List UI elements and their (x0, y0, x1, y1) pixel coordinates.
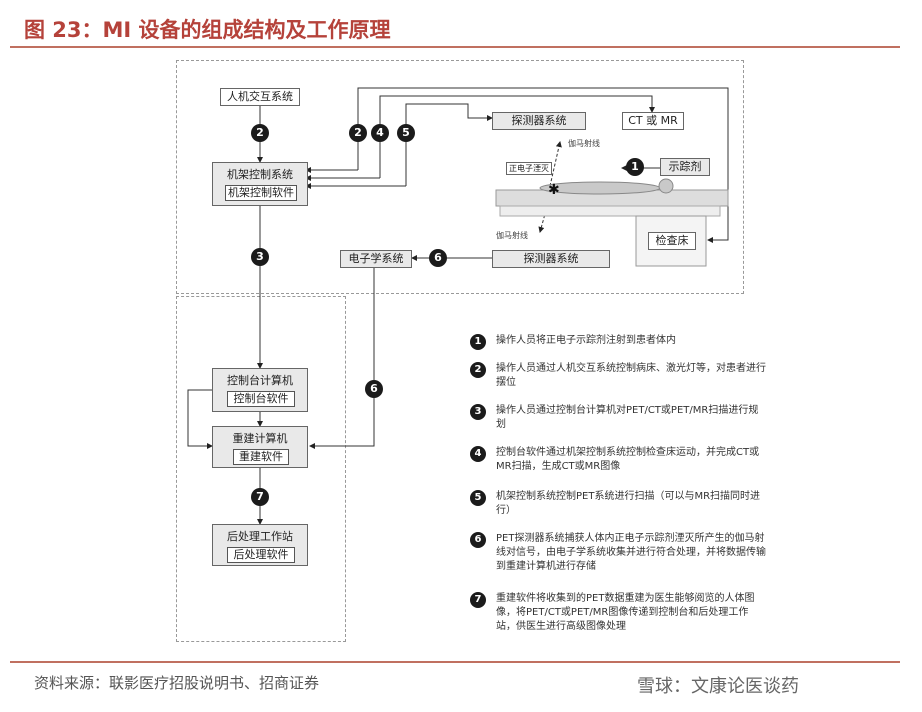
gamma-label-bottom: 伽马射线 (496, 231, 528, 240)
legend-item-3: 3 操作人员通过控制台计算机对PET/CT或PET/MR扫描进行规划 (470, 404, 770, 434)
legend-item-2: 2 操作人员通过人机交互系统控制病床、激光灯等，对患者进行摆位 (470, 362, 770, 392)
detector-system-top: 探测器系统 (492, 112, 586, 130)
step-marker-2-right: 2 (349, 124, 367, 142)
legend-item-4: 4 控制台软件通过机架控制系统控制检查床运动，并完成CT或MR扫描，生成CT或M… (470, 446, 770, 476)
recon-computer-label: 重建计算机 (232, 432, 288, 445)
legend-item-1: 1 操作人员将正电子示踪剂注射到患者体内 (470, 334, 770, 350)
step-marker-6: 6 (429, 249, 447, 267)
legend-marker: 5 (470, 490, 486, 506)
recon-software: 重建软件 (233, 449, 289, 465)
step-marker-1: 1 (626, 158, 644, 176)
console-computer-label: 控制台计算机 (227, 374, 293, 387)
step-marker-4: 4 (371, 124, 389, 142)
post-processing-ws: 后处理工作站 后处理软件 (212, 524, 308, 566)
page-title: 图 23：MI 设备的组成结构及工作原理 (24, 18, 391, 42)
positron-tag: 正电子湮灭 (506, 162, 552, 175)
step-marker-6-lower: 6 (365, 380, 383, 398)
watermark: 雪球：文康论医谈药 (637, 676, 799, 697)
gamma-label-top: 伽马射线 (568, 139, 600, 148)
scanner-frame (176, 60, 744, 294)
recon-computer: 重建计算机 重建软件 (212, 426, 308, 468)
svg-text:✱: ✱ (548, 182, 560, 198)
legend-text: 操作人员通过控制台计算机对PET/CT或PET/MR扫描进行规划 (496, 405, 759, 430)
console-computer: 控制台计算机 控制台软件 (212, 368, 308, 412)
gantry-system-label: 机架控制系统 (227, 168, 293, 181)
legend-marker: 4 (470, 446, 486, 462)
legend-text: 操作人员将正电子示踪剂注射到患者体内 (496, 335, 676, 346)
gantry-software: 机架控制软件 (225, 185, 297, 201)
legend-item-5: 5 机架控制系统控制PET系统进行扫描（可以与MR扫描同时进行） (470, 490, 770, 520)
legend-text: 控制台软件通过机架控制系统控制检查床运动，并完成CT或MR扫描，生成CT或MR图… (496, 447, 760, 472)
console-software: 控制台软件 (227, 391, 295, 407)
legend-text: PET探测器系统捕获人体内正电子示踪剂湮灭所产生的伽马射线对信号，由电子学系统收… (496, 533, 766, 572)
legend-marker: 2 (470, 362, 486, 378)
step-marker-2: 2 (251, 124, 269, 142)
gantry-control-system: 机架控制系统 机架控制软件 (212, 162, 308, 206)
footer-divider (10, 661, 900, 663)
ct-mr-box: CT 或 MR (622, 112, 684, 130)
post-software: 后处理软件 (227, 547, 295, 563)
step-marker-3: 3 (251, 248, 269, 266)
hci-box: 人机交互系统 (220, 88, 300, 106)
step-marker-7: 7 (251, 488, 269, 506)
tracer-box: 示踪剂 (660, 158, 710, 176)
step-marker-5: 5 (397, 124, 415, 142)
legend-marker: 3 (470, 404, 486, 420)
source-note: 资料来源：联影医疗招股说明书、招商证券 (34, 674, 320, 692)
legend-item-7: 7 重建软件将收集到的PET数据重建为医生能够阅览的人体图像，将PET/CT或P… (470, 592, 770, 636)
detector-system-bottom: 探测器系统 (492, 250, 610, 268)
legend-text: 操作人员通过人机交互系统控制病床、激光灯等，对患者进行摆位 (496, 363, 766, 388)
legend-item-6: 6 PET探测器系统捕获人体内正电子示踪剂湮灭所产生的伽马射线对信号，由电子学系… (470, 532, 770, 576)
title-divider (10, 46, 900, 48)
legend-text: 机架控制系统控制PET系统进行扫描（可以与MR扫描同时进行） (496, 491, 761, 516)
electronics-system: 电子学系统 (340, 250, 412, 268)
legend-marker: 7 (470, 592, 486, 608)
exam-bed-box: 检查床 (648, 232, 696, 250)
legend-marker: 1 (470, 334, 486, 350)
legend-marker: 6 (470, 532, 486, 548)
post-ws-label: 后处理工作站 (227, 530, 293, 543)
legend-text: 重建软件将收集到的PET数据重建为医生能够阅览的人体图像，将PET/CT或PET… (496, 593, 755, 632)
